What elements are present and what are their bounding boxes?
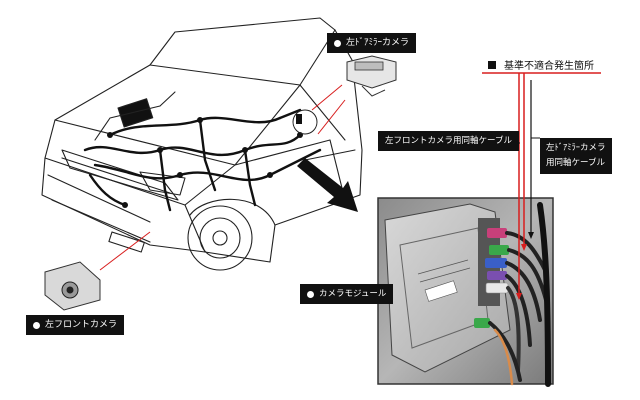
mirror-camera-icon bbox=[346, 55, 397, 97]
label-left-mirror-camera: 左ﾄﾞｱﾐﾗｰカメラ bbox=[327, 33, 417, 53]
black-square-icon bbox=[488, 60, 496, 69]
callout-arrow-icon bbox=[297, 158, 358, 212]
label-left-front-camera-coax-cable: 左フロントカメラ用同軸ケーブル bbox=[378, 131, 519, 151]
legend-nonconformance-location: 基準不適合発生箇所 bbox=[488, 57, 594, 72]
white-dot-icon bbox=[334, 39, 341, 47]
front-camera-icon bbox=[44, 261, 101, 311]
coax-connectors bbox=[474, 228, 509, 328]
white-dot-icon bbox=[307, 290, 314, 298]
label-camera-module: カメラモジュール bbox=[300, 284, 394, 304]
label-left-front-camera: 左フロントカメラ bbox=[26, 315, 125, 335]
white-dot-icon bbox=[33, 321, 40, 329]
label-left-mirror-camera-coax-cable: 左ﾄﾞｱﾐﾗｰカメラ 用同軸ケーブル bbox=[540, 138, 612, 174]
